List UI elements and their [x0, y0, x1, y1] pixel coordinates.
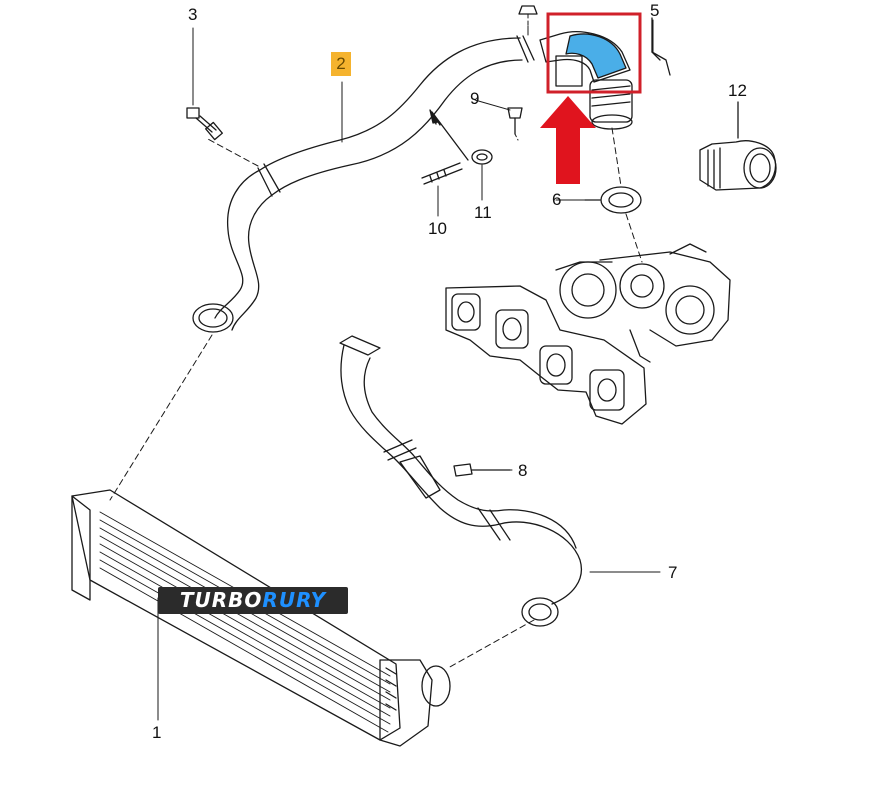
- red-pointer-arrow: [540, 96, 596, 184]
- callout-1: 1: [152, 723, 162, 742]
- direction-arrow-head: [429, 109, 439, 124]
- highlight-box: [546, 12, 642, 94]
- leader-lines: [109, 19, 661, 721]
- valve-12: [699, 101, 777, 191]
- watermark-part2: RURY: [262, 588, 327, 612]
- callout-12: 12: [728, 81, 747, 100]
- elbow-hose-5: [539, 31, 633, 130]
- screw-9: [507, 107, 523, 141]
- callout-8: 8: [518, 461, 528, 480]
- watermark-part1: TURBO: [179, 588, 263, 612]
- gasket-6: [584, 186, 642, 214]
- callout-9: 9: [470, 89, 480, 108]
- watermark-logo: TURBORURY: [158, 587, 348, 614]
- callout-10: 10: [428, 219, 447, 238]
- dash-5-6: [611, 127, 622, 187]
- clip-5: [651, 17, 671, 76]
- direction-arrow: [431, 111, 469, 161]
- stud-10: [421, 162, 463, 185]
- callout-3: 3: [188, 5, 198, 24]
- turbo-manifold: [445, 243, 731, 425]
- nut-top: [518, 5, 538, 35]
- callout-6: 6: [552, 190, 562, 209]
- intercooler-1: [71, 489, 451, 747]
- callout-11: 11: [474, 203, 492, 222]
- callout-7: 7: [668, 563, 678, 582]
- hose-upper: [192, 35, 535, 333]
- hose-lower: [339, 335, 582, 627]
- bolt-3: [186, 27, 223, 141]
- callout-2-badge: 2: [331, 52, 351, 76]
- callout-5: 5: [650, 1, 660, 20]
- dash-6-turbo: [625, 213, 643, 263]
